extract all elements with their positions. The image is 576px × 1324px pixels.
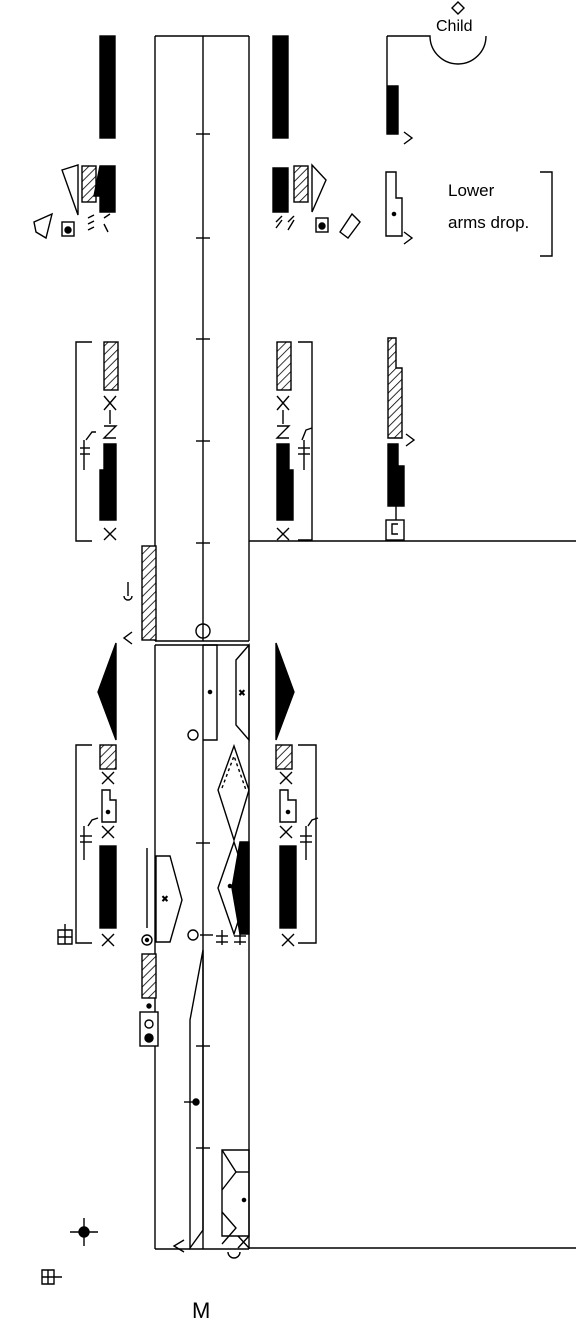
lower-arms-bracket	[540, 172, 552, 256]
double-bar-line	[155, 624, 249, 645]
lower-arms-label-line1: Lower	[448, 181, 495, 200]
right-bracket-group-upper	[277, 342, 312, 540]
black-diamond-left	[98, 643, 116, 740]
svg-text:×: ×	[239, 688, 245, 699]
staff-inner-symbols: × ×	[142, 645, 249, 1258]
square-cross-symbol	[58, 924, 72, 944]
staff-lower	[155, 645, 249, 1249]
child-column-symbols	[386, 36, 552, 540]
child-label: Child	[436, 18, 472, 35]
outer-left-lower	[42, 954, 158, 1284]
child-arc-sign	[387, 36, 486, 64]
finger-marks-symbol	[88, 214, 110, 232]
upper-right-column-symbols	[273, 36, 360, 238]
lower-left-symbols	[58, 643, 116, 946]
child-diamond-icon	[452, 2, 464, 14]
upper-left-column-symbols	[34, 36, 115, 238]
left-bracket-group-upper	[76, 342, 118, 541]
lower-arms-label-line2: arms drop.	[448, 213, 529, 232]
black-diamond-right	[276, 643, 294, 740]
curved-hand-symbol-right	[340, 214, 360, 238]
staff-upper	[155, 36, 249, 641]
right-wedge-symbol	[312, 165, 326, 212]
black-direction-block	[100, 36, 115, 138]
left-wedge-symbol	[62, 165, 78, 215]
lower-right-symbols	[276, 643, 318, 946]
child-label-group: Child	[436, 2, 472, 35]
black-direction-block-right	[273, 36, 288, 138]
bottom-letter-label: M	[192, 1298, 210, 1323]
curved-hand-symbol	[34, 214, 52, 238]
hatched-tall-block	[388, 338, 402, 438]
black-step-block	[94, 166, 115, 212]
open-direction-block	[386, 172, 402, 236]
hatched-side-bar	[124, 546, 156, 644]
small-box-c-symbol	[386, 520, 404, 540]
svg-text:×: ×	[162, 894, 168, 905]
